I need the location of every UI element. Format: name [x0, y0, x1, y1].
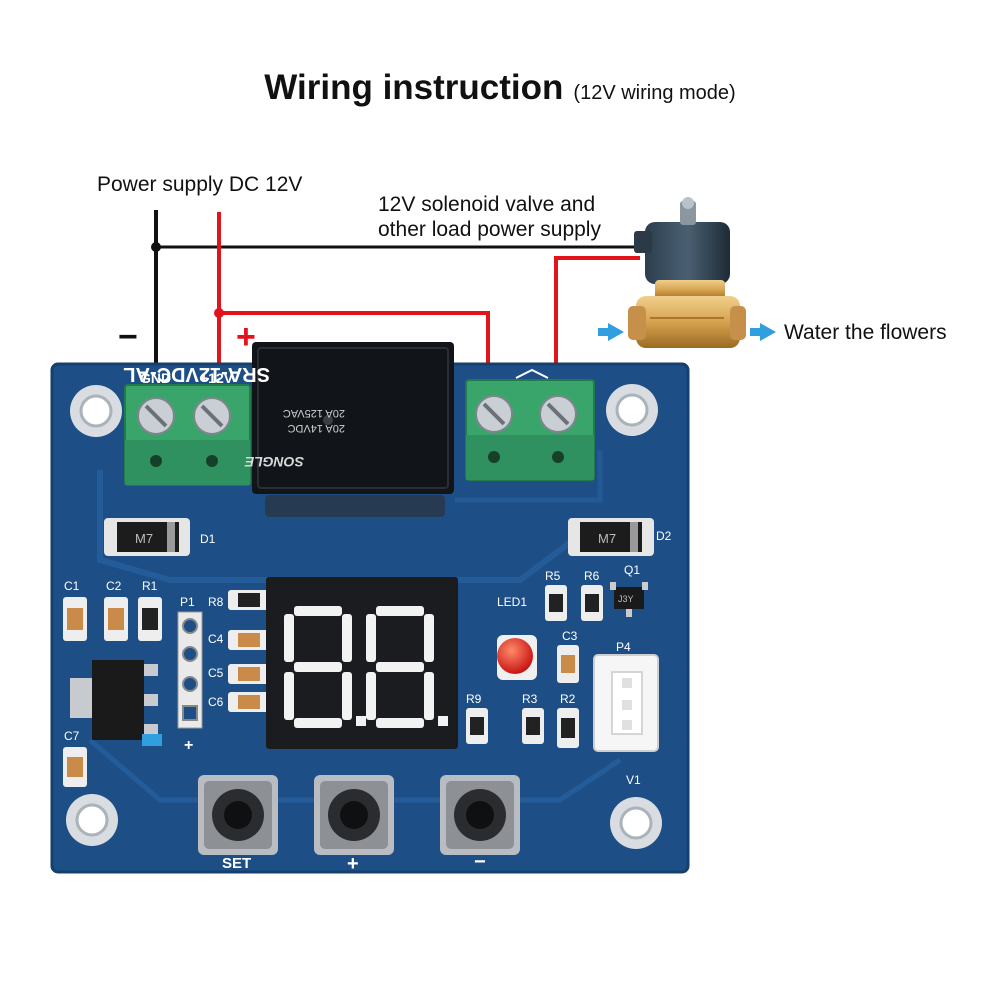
- mounting-hole: [610, 797, 662, 849]
- header-p1: [177, 611, 203, 729]
- diode-d1: [104, 518, 190, 556]
- water-flowers-label: Water the flowers: [784, 321, 947, 344]
- transistor-marking: J3Y: [618, 594, 634, 604]
- silkscreen: GND +12V SRA-12VDC-AL 20A 125VAC 20A 14V…: [64, 363, 672, 875]
- wire-red-to-relay: [219, 311, 490, 370]
- display-segment: [342, 614, 352, 662]
- wires: [151, 210, 648, 375]
- display-segment: [376, 606, 424, 616]
- cap-label-c4: C4: [208, 632, 224, 646]
- relay-brand: SONGLE: [244, 454, 304, 470]
- led-label: LED1: [497, 595, 527, 609]
- res-label-r2: R2: [560, 692, 576, 706]
- header-plus: +: [184, 737, 193, 754]
- display-segment: [376, 718, 424, 728]
- display-decimal-point: [356, 716, 366, 726]
- diode-marking: M7: [598, 531, 616, 546]
- arrow-in-icon: [608, 323, 624, 341]
- display-segment: [294, 718, 342, 728]
- cap-label-c1: C1: [64, 579, 80, 593]
- display-segment: [424, 614, 434, 662]
- cap-label-c7: C7: [64, 729, 80, 743]
- page-subtitle: (12V wiring mode): [573, 82, 736, 104]
- display-segment: [366, 614, 376, 662]
- diode-marking: M7: [135, 531, 153, 546]
- res-label-r5: R5: [545, 569, 561, 583]
- display-segment: [284, 614, 294, 662]
- diode-d2: [568, 518, 654, 556]
- res-label-r6: R6: [584, 569, 600, 583]
- display-segment: [294, 662, 342, 672]
- valve-coil: [645, 222, 730, 284]
- res-label-r8: R8: [208, 595, 224, 609]
- cap-label-c2: C2: [106, 579, 122, 593]
- smd-components: [63, 585, 603, 787]
- pcb-board: [50, 342, 690, 874]
- diode-label-d1: D1: [200, 532, 216, 546]
- plus-push-button: [314, 775, 394, 855]
- display-decimal-point: [438, 716, 448, 726]
- load-supply-label-line2: other load power supply: [378, 218, 601, 241]
- mounting-hole: [70, 385, 122, 437]
- arrow-out-icon: [760, 323, 776, 341]
- load-supply-label-line1: 12V solenoid valve and: [378, 193, 596, 216]
- set-push-button: [198, 775, 278, 855]
- relay: [252, 342, 454, 517]
- cap-label-c3: C3: [562, 629, 578, 643]
- display-segment: [294, 606, 342, 616]
- display-segment: [366, 672, 376, 720]
- res-label-r9: R9: [466, 692, 482, 706]
- solenoid-valve: [628, 197, 746, 348]
- header-label-p1: P1: [180, 595, 195, 609]
- switch-symbol-icon: [515, 368, 549, 379]
- transistor-label-q1: Q1: [624, 563, 640, 577]
- transistor-q1: [610, 582, 648, 617]
- display-segment: [424, 672, 434, 720]
- voltage-regulator: [70, 660, 162, 746]
- display-segment: [376, 662, 424, 672]
- minus-sign: −: [118, 318, 138, 356]
- relay-rating-2: 20A 14VDC: [287, 422, 345, 434]
- cap-label-c5: C5: [208, 666, 224, 680]
- led-indicator: [497, 635, 537, 680]
- v1-label: V1: [626, 773, 641, 787]
- header: Wiring instruction (12V wiring mode): [0, 68, 1000, 108]
- page-title: Wiring instruction: [264, 68, 564, 107]
- display-segment: [342, 672, 352, 720]
- mounting-hole: [606, 384, 658, 436]
- header-label-p4: P4: [616, 640, 631, 654]
- minus-push-button: [440, 775, 520, 855]
- terminal-label-gnd: GND: [140, 370, 171, 386]
- water-flow-arrows: [598, 323, 776, 341]
- terminal-block-load: [465, 368, 595, 481]
- button-label-set: SET: [222, 855, 251, 872]
- button-label-minus: −: [474, 851, 486, 873]
- valve-plug: [634, 231, 652, 253]
- wire-red-to-valve: [554, 256, 640, 370]
- relay-rating-1: 20A 125VAC: [283, 407, 345, 419]
- display-segment: [284, 672, 294, 720]
- power-supply-label: Power supply DC 12V: [97, 173, 303, 196]
- plus-sign: +: [236, 318, 256, 356]
- cap-label-c6: C6: [208, 695, 224, 709]
- button-label-plus: +: [347, 853, 359, 875]
- diode-label-d2: D2: [656, 529, 672, 543]
- valve-body: [636, 296, 740, 348]
- relay-model: SRA-12VDC-AL: [123, 363, 270, 385]
- terminal-label-12v: +12V: [200, 370, 234, 386]
- terminal-block-power: [124, 384, 251, 486]
- seven-segment-display: [266, 577, 458, 749]
- mounting-hole: [66, 794, 118, 846]
- res-label-r3: R3: [522, 692, 538, 706]
- connector-p4: [593, 654, 659, 752]
- res-label-r1: R1: [142, 579, 158, 593]
